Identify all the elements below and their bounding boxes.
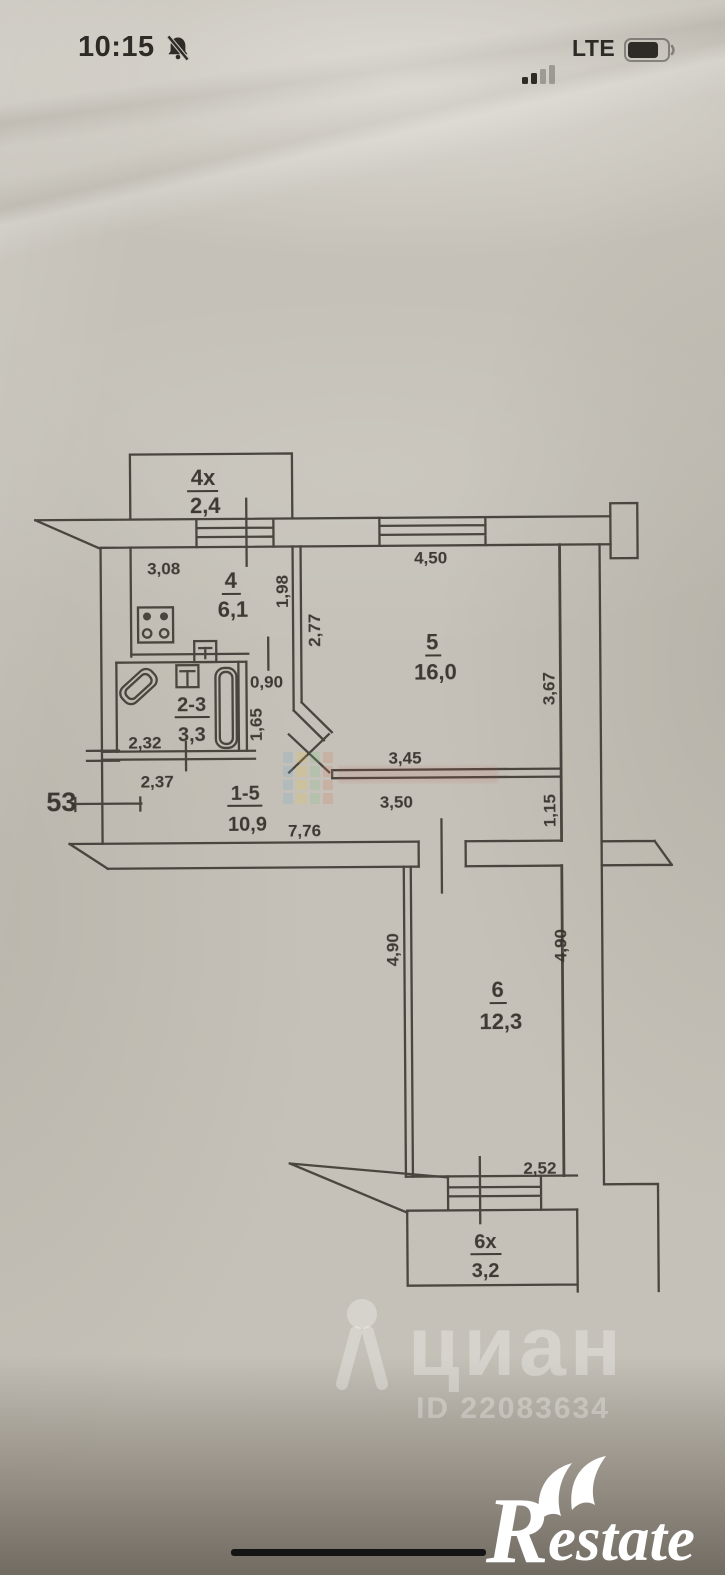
room6-bottom-dim: 2,52 — [523, 1159, 556, 1178]
cellular-signal-icon — [522, 65, 555, 84]
bath-area: 3,3 — [178, 724, 206, 746]
network-type-label: LTE — [572, 35, 616, 61]
top-wall-and-balcony — [33, 452, 639, 567]
balcony-top-area: 2,4 — [190, 493, 222, 518]
cian-pin-icon — [336, 1298, 388, 1390]
cian-watermark: циан — [330, 1283, 680, 1408]
passage-height-dim: 1,65 — [247, 708, 266, 741]
toilet-icon — [175, 663, 200, 689]
window-room6 — [446, 1174, 543, 1212]
room6-walls — [288, 864, 660, 1293]
room5-top-dim: 4,50 — [414, 548, 447, 567]
agency-stamp-text — [338, 766, 498, 783]
balcony-bottom-id: 6x — [474, 1231, 496, 1253]
battery-icon — [624, 38, 675, 62]
room5-area: 16,0 — [414, 659, 457, 684]
clock: 10:15 — [78, 31, 155, 63]
room5-walls — [330, 543, 674, 867]
bell-muted-icon — [166, 34, 190, 62]
balcony-top-id: 4x — [191, 465, 216, 490]
bathtub-icon — [214, 666, 239, 750]
window-kitchen-balcony — [195, 517, 275, 549]
room5-right-dim: 3,67 — [539, 672, 558, 705]
status-bar: 10:15 LTE — [0, 26, 725, 84]
hall-mid-dim: 3,50 — [380, 793, 413, 812]
listing-id-watermark: ID 22083634 — [416, 1392, 610, 1425]
bath-width-dim: 2,32 — [128, 733, 161, 752]
hall-length-dim: 7,76 — [288, 821, 321, 840]
balcony-bottom-area: 3,2 — [472, 1260, 500, 1282]
logo-word: estate — [548, 1504, 695, 1574]
kitchen-height-dim: 1,98 — [273, 575, 292, 608]
bottom-balcony-walls — [406, 1208, 579, 1293]
passage-width-dim: 0,90 — [250, 673, 283, 692]
logo-letter-r: R — [485, 1479, 549, 1575]
sink-icon — [119, 667, 158, 706]
room5-gap-dim: 1,15 — [540, 794, 559, 827]
agency-stamp — [283, 752, 333, 804]
room6-left-dim: 4,90 — [383, 933, 402, 966]
kitchen-walls — [99, 545, 334, 845]
window-room5 — [378, 515, 487, 548]
apartment-number: 53 — [46, 787, 76, 817]
room5-id: 5 — [426, 629, 438, 654]
room6-area: 12,3 — [479, 1009, 522, 1034]
apartment-entry-mark — [73, 796, 143, 813]
room5-left-dim: 2,77 — [305, 614, 324, 647]
building-outline-wedge — [288, 1161, 450, 1215]
kitchen-sink-icon — [193, 639, 218, 664]
kitchen-width-dim: 3,08 — [147, 559, 180, 578]
kitchen-id: 4 — [225, 568, 238, 593]
bathroom-walls — [100, 660, 257, 772]
room6-right-dim: 4,90 — [551, 929, 570, 962]
door-swing-icon — [287, 732, 331, 775]
logo-swoosh-icon — [538, 1463, 572, 1520]
room5-bottom-dim: 3,45 — [388, 749, 421, 768]
logo-swoosh-icon — [571, 1456, 606, 1510]
restate-logo: R estate — [485, 1456, 695, 1575]
bath-width2-dim: 2,37 — [141, 772, 174, 791]
hall-area: 10,9 — [228, 814, 267, 836]
room6-id: 6 — [491, 977, 503, 1002]
hall-id: 1-5 — [231, 783, 260, 805]
cian-brand-text: циан — [408, 1298, 625, 1393]
footer-rule — [231, 1549, 486, 1556]
hallway-walls — [68, 749, 563, 894]
outer-wall-cap — [609, 501, 639, 560]
stove-icon — [136, 606, 175, 644]
bath-id: 2-3 — [177, 694, 206, 716]
kitchen-area: 6,1 — [218, 597, 249, 622]
